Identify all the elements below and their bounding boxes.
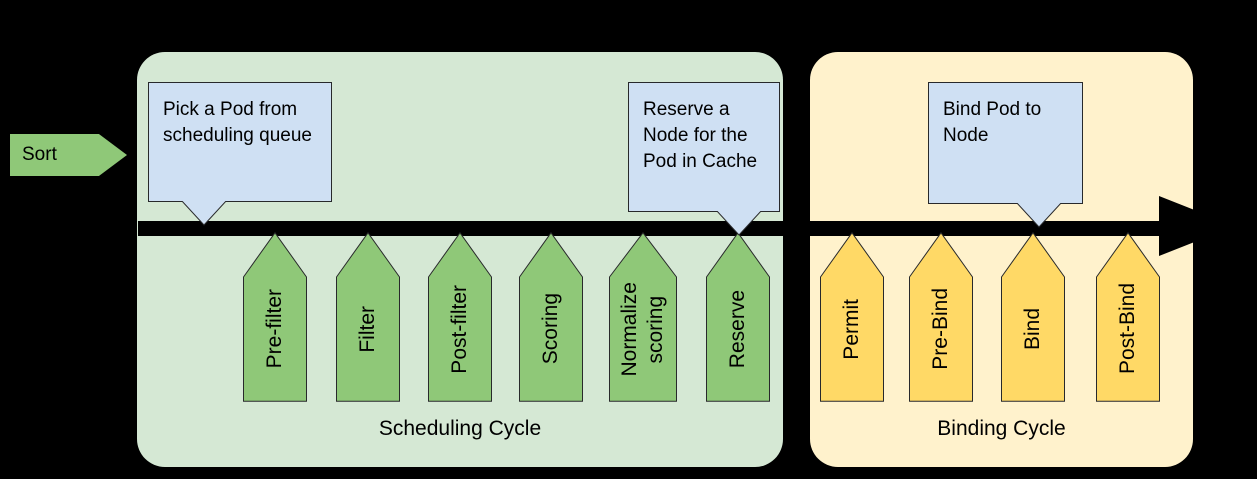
binding-cycle-label: Binding Cycle <box>937 417 1066 440</box>
plugin-arrow-bind[interactable]: Bind <box>1001 232 1065 402</box>
plugin-arrow-reserve[interactable]: Reserve <box>706 232 770 402</box>
callout-text: Pick a Pod from scheduling queue <box>163 99 312 146</box>
plugin-arrow-post-bind[interactable]: Post-Bind <box>1096 232 1160 402</box>
callout-text: Reserve a Node for the Pod in Cache <box>643 99 758 172</box>
callout-pick-pod: Pick a Pod from scheduling queue <box>148 82 332 226</box>
callout-text: Bind Pod to Node <box>943 99 1042 146</box>
plugin-arrow-permit[interactable]: Permit <box>820 232 884 402</box>
pentagon-up-icon <box>428 232 492 402</box>
pentagon-up-icon <box>336 232 400 402</box>
plugin-arrow-scoring[interactable]: Scoring <box>519 232 583 402</box>
callout-tail-icon <box>716 210 762 236</box>
pipeline-timeline-bar <box>138 221 1165 236</box>
pentagon-up-icon <box>1001 232 1065 402</box>
pentagon-up-icon <box>820 232 884 402</box>
pentagon-up-icon <box>909 232 973 402</box>
plugin-arrow-pre-filter[interactable]: Pre-filter <box>243 232 307 402</box>
plugin-arrow-pre-bind[interactable]: Pre-Bind <box>909 232 973 402</box>
plugin-arrow-filter[interactable]: Filter <box>336 232 400 402</box>
pentagon-up-icon <box>243 232 307 402</box>
sort-arrow[interactable]: Sort <box>10 134 127 176</box>
pentagon-up-icon <box>706 232 770 402</box>
sort-label: Sort <box>22 144 57 165</box>
pipeline-arrowhead-icon <box>1159 196 1235 256</box>
plugin-arrow-post-filter[interactable]: Post-filter <box>428 232 492 402</box>
callout-bind-pod: Bind Pod to Node <box>928 82 1083 228</box>
callout-reserve-node: Reserve a Node for the Pod in Cache <box>628 82 780 236</box>
pentagon-up-icon <box>519 232 583 402</box>
pentagon-up-icon <box>609 232 677 402</box>
callout-tail-icon <box>1016 202 1062 228</box>
plugin-arrow-normalize-scoring[interactable]: Normalize scoring <box>609 232 677 402</box>
scheduling-cycle-label: Scheduling Cycle <box>378 417 542 440</box>
pentagon-up-icon <box>1096 232 1160 402</box>
callout-tail-icon <box>181 200 227 226</box>
